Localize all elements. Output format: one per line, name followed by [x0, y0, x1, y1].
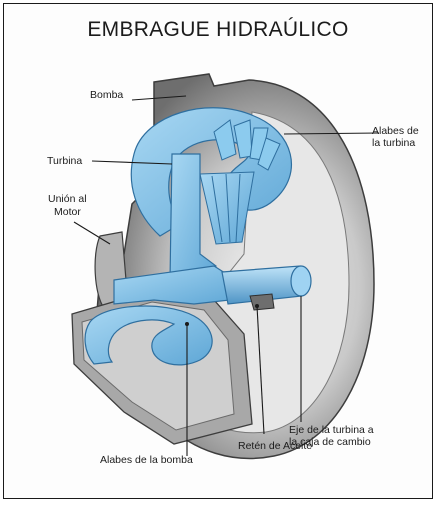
label-union-line1: Unión al [48, 193, 87, 205]
label-alabes-turbina-line2: la turbina [372, 137, 415, 149]
label-eje-line2: la caja de cambio [289, 436, 371, 448]
label-alabes-turbina-line1: Alabes de [372, 125, 419, 137]
label-bomba: Bomba [90, 89, 123, 101]
oil-seal [250, 294, 274, 310]
label-eje-line1: Eje de la turbina a [289, 424, 374, 436]
label-alabes-bomba: Alabes de la bomba [100, 454, 193, 466]
shaft-end [291, 266, 311, 296]
label-union-line2: Motor [54, 206, 81, 218]
diagram-frame: EMBRAGUE HIDRAÚLICO [3, 3, 433, 499]
label-turbina: Turbina [47, 155, 82, 167]
